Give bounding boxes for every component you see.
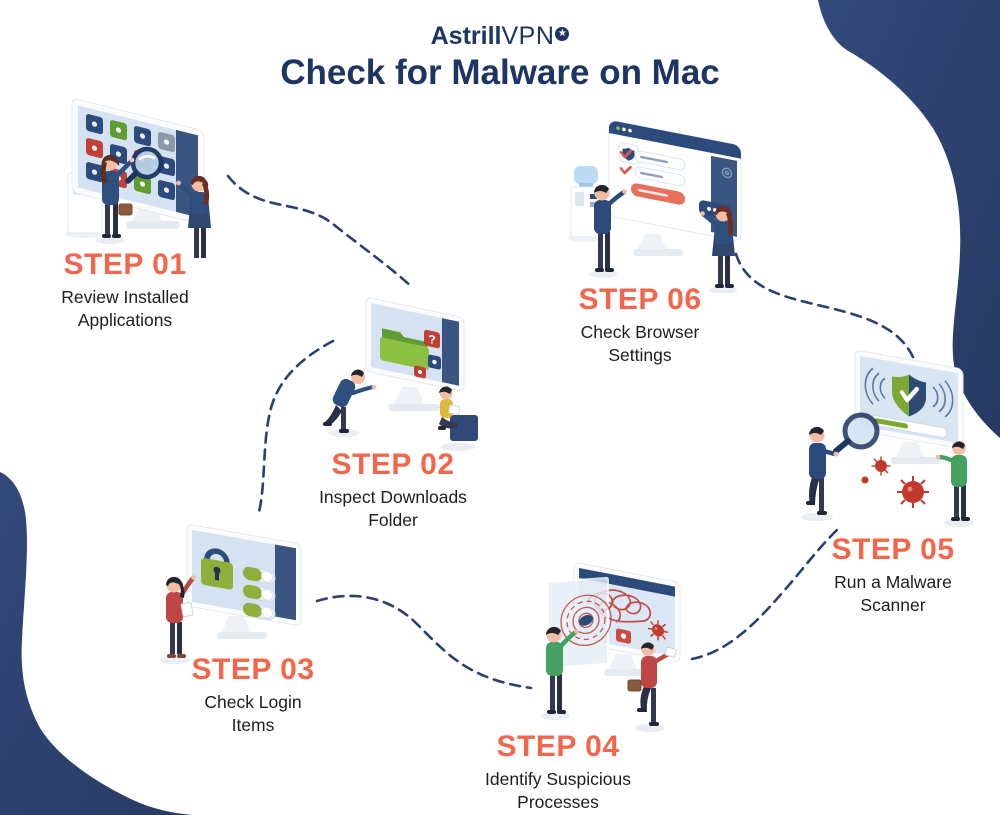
login-toggle-switches bbox=[242, 566, 276, 620]
monitor bbox=[854, 350, 964, 464]
star-in-circle-icon: ★ bbox=[555, 27, 570, 41]
step-06-label: STEP 06 bbox=[578, 283, 702, 316]
monitor: ? bbox=[365, 297, 465, 411]
person-man-green bbox=[540, 626, 579, 720]
padlock-icon bbox=[201, 548, 233, 590]
person-woman-with-tablet bbox=[160, 575, 196, 664]
step-02-illustration: ? bbox=[323, 297, 478, 451]
connector-step2-step3 bbox=[257, 339, 335, 514]
question-mark-icon: ? bbox=[424, 329, 440, 349]
settings-checklist bbox=[619, 149, 686, 205]
person-woman-left bbox=[95, 154, 135, 244]
header: AstrillVPN★ Check for Malware on Mac bbox=[0, 24, 1000, 92]
svg-text:?: ? bbox=[428, 332, 435, 347]
step-03-illustration bbox=[160, 524, 302, 664]
brand-logo: AstrillVPN★ bbox=[0, 24, 1000, 49]
person-red-with-tablet bbox=[627, 642, 677, 732]
person-green-right bbox=[935, 441, 974, 527]
step-03-label: STEP 03 bbox=[191, 653, 315, 686]
step-03-caption: Check Login Items bbox=[204, 692, 302, 735]
step-06-text: STEP 06 Check Browser Settings bbox=[545, 285, 735, 367]
step-02-label: STEP 02 bbox=[331, 448, 455, 481]
person-woman-sitting bbox=[438, 386, 478, 451]
page-title: Check for Malware on Mac bbox=[280, 53, 720, 92]
step-04-label: STEP 04 bbox=[496, 730, 620, 763]
connector-step6-step5 bbox=[734, 252, 915, 359]
person-woman-right bbox=[700, 205, 737, 293]
browser-window bbox=[608, 120, 742, 256]
step-06-caption: Check Browser Settings bbox=[580, 322, 700, 365]
monitor-stand bbox=[896, 442, 924, 457]
step-01-caption: Review Installed Applications bbox=[61, 287, 189, 330]
person-navy-with-magnifier bbox=[801, 426, 839, 521]
monitor bbox=[186, 524, 302, 639]
connector-step3-step4 bbox=[315, 594, 533, 690]
step-02-text: STEP 02 Inspect Downloads Folder bbox=[298, 450, 488, 532]
corner-blob-top-right bbox=[818, 0, 1000, 438]
browser-title-bar bbox=[609, 121, 741, 159]
step-04-text: STEP 04 Identify Suspicious Processes bbox=[463, 732, 653, 814]
step-04-caption: Identify Suspicious Processes bbox=[485, 769, 631, 812]
person-man-leaning bbox=[323, 369, 377, 437]
step-02-caption: Inspect Downloads Folder bbox=[319, 487, 467, 530]
step-05-label: STEP 05 bbox=[831, 533, 955, 566]
monitor-stand bbox=[394, 387, 424, 404]
step-01-label: STEP 01 bbox=[63, 248, 187, 281]
step-01-text: STEP 01 Review Installed Applications bbox=[30, 250, 220, 332]
step-06-illustration bbox=[568, 120, 742, 293]
step-05-illustration bbox=[801, 350, 974, 527]
brand-name-bold: Astrill bbox=[430, 22, 502, 50]
corner-blob-bottom-left bbox=[0, 472, 192, 815]
step-05-text: STEP 05 Run a Malware Scanner bbox=[798, 535, 988, 617]
step-01-illustration bbox=[65, 98, 211, 258]
magnifying-glass-icon bbox=[833, 412, 880, 454]
step-04-illustration bbox=[540, 562, 681, 732]
monitor-stand bbox=[638, 234, 666, 249]
person-woman-right bbox=[176, 175, 211, 258]
connector-step1-step2 bbox=[226, 174, 414, 289]
monitor-stand bbox=[222, 616, 250, 632]
monitor-stand bbox=[609, 654, 637, 669]
step-03-text: STEP 03 Check Login Items bbox=[158, 655, 348, 737]
virus-icons bbox=[861, 456, 929, 508]
malware-app-icon bbox=[616, 628, 631, 644]
water-cooler bbox=[568, 166, 604, 242]
downloads-folder-icon bbox=[380, 328, 429, 370]
step-05-caption: Run a Malware Scanner bbox=[834, 572, 952, 615]
person-man-left bbox=[588, 184, 627, 278]
gear-icon bbox=[721, 167, 733, 179]
brand-name-light: VPN bbox=[501, 22, 555, 50]
virus-icon bbox=[648, 620, 668, 641]
connector-step4-step5 bbox=[690, 526, 841, 661]
